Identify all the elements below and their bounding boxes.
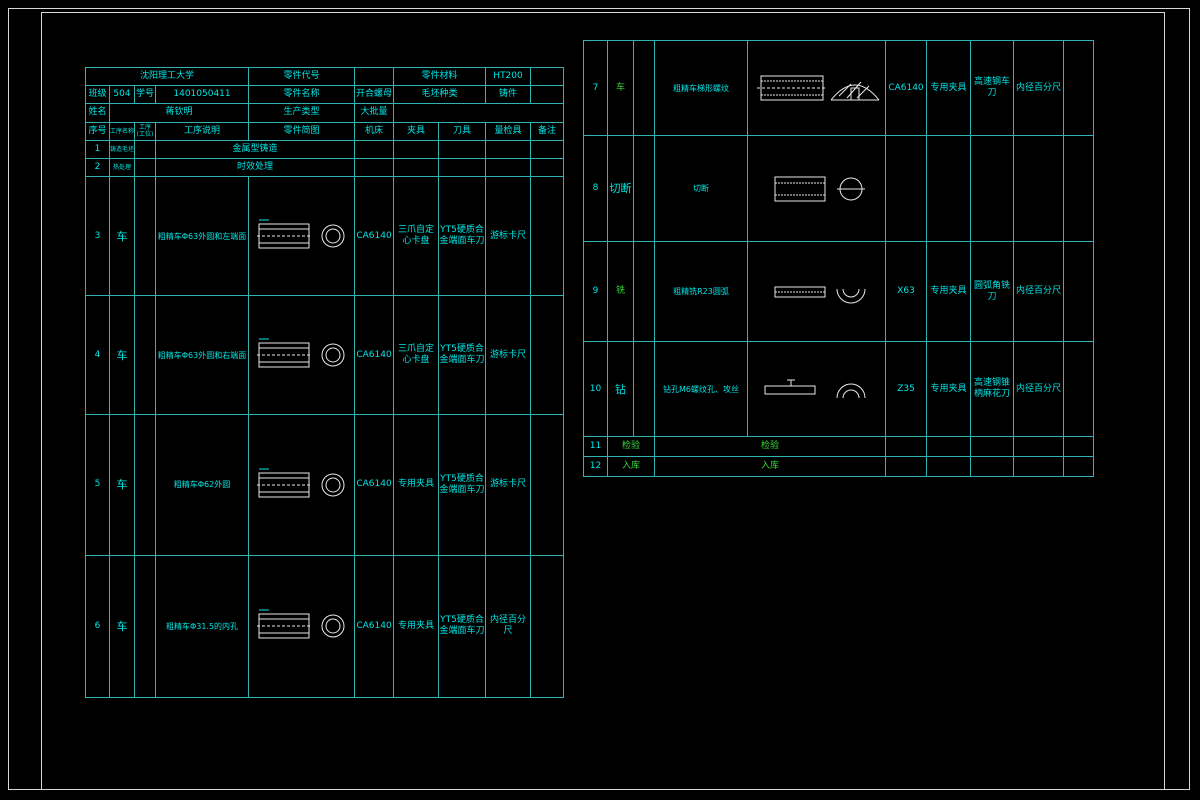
- table-row: 1 铸造毛坯 金属型铸造: [85, 139, 565, 159]
- part-name-label: 零件名称: [248, 85, 356, 105]
- part-sketch: [747, 341, 886, 437]
- drawing-inner-frame: [41, 12, 1165, 790]
- class-label: 班级: [85, 85, 110, 105]
- name-value: 蒋钦明: [108, 103, 250, 123]
- student-no-label: 学号: [134, 85, 156, 105]
- right-process-card: 7 车 粗精车梯形螺纹 CA6140 专用夹具 高速钢车刀 内径百分尺 8 切断: [583, 40, 1094, 477]
- card-no-label: 开合螺母: [354, 85, 395, 105]
- col-seq: 序号: [85, 121, 110, 141]
- part-sketch: [248, 295, 356, 416]
- part-material-value: HT200: [485, 66, 532, 87]
- thread-turning-sketch: [756, 75, 879, 101]
- col-machine: 机床: [354, 121, 395, 141]
- part-sketch: [747, 135, 886, 242]
- table-row: 8 切断 切断: [583, 135, 1094, 242]
- table-row: 3 车 粗精车Φ63外圆和左端面 CA6140 三爪自定心卡盘 YT5硬质合金端…: [85, 176, 565, 297]
- table-row: 12 入库 入库: [583, 456, 1094, 477]
- col-remark: 备注: [530, 121, 565, 141]
- table-row: 10 钻 钻孔M6螺纹孔、攻丝 Z35 专用夹具 高速钢锥柄麻花刀 内径百分尺: [583, 341, 1094, 437]
- blank-type-label: 毛坯种类: [393, 85, 487, 105]
- table-row: 7 车 粗精车梯形螺纹 CA6140 专用夹具 高速钢车刀 内径百分尺: [583, 40, 1094, 136]
- col-sketch: 零件简图: [248, 121, 356, 141]
- part-code-value: [354, 66, 395, 87]
- table-row: 11 检验 检验: [583, 436, 1094, 457]
- part-code-label: 零件代号: [248, 66, 356, 87]
- table-row: 2 热处理 时效处理: [85, 157, 565, 178]
- cut-off-sketch: [774, 176, 865, 201]
- blank-type-value: 铸件: [485, 85, 532, 105]
- part-sketch: [248, 176, 356, 297]
- class-value: 504: [109, 85, 135, 105]
- col-process-desc: 工序说明: [154, 121, 250, 141]
- sleeve-boring-sketch: [256, 609, 345, 639]
- production-type-value: 大批量: [354, 103, 395, 123]
- part-material-label: 零件材料: [393, 66, 487, 87]
- table-row: 5 车 粗精车Φ62外圆 CA6140 专用夹具 YT5硬质合金端面车刀 游标卡…: [85, 414, 565, 556]
- name-label: 姓名: [85, 103, 110, 123]
- part-sketch: [248, 554, 356, 699]
- col-tool: 刀具: [438, 121, 487, 141]
- arc-milling-sketch: [774, 286, 865, 303]
- sleeve-turning-sketch: [256, 219, 345, 249]
- drilling-sketch: [764, 379, 865, 399]
- part-sketch: [248, 414, 356, 556]
- sleeve-turning-sketch: [256, 338, 345, 368]
- table-row: 9 铣 粗精铣R23圆弧 X63 专用夹具 圆弧角铣刀 内径百分尺: [583, 241, 1094, 342]
- table-row: 4 车 粗精车Φ63外圆和右端面 CA6140 三爪自定心卡盘 YT5硬质合金端…: [85, 295, 565, 416]
- part-sketch: [747, 241, 886, 342]
- production-type-label: 生产类型: [248, 103, 356, 123]
- part-sketch: [747, 40, 886, 136]
- col-fixture: 夹具: [393, 121, 440, 141]
- school-name: 沈阳理工大学: [84, 66, 250, 87]
- table-row: 6 车 粗精车Φ31.5的内孔 CA6140 专用夹具 YT5硬质合金端面车刀 …: [85, 554, 565, 699]
- col-process-content: 工序(工位): [134, 121, 156, 141]
- sleeve-turning-sketch: [256, 468, 345, 498]
- col-process-name: 工序名称: [109, 121, 135, 141]
- student-no-value: 1401050411: [154, 85, 250, 105]
- col-gauge: 量检具: [485, 121, 532, 141]
- left-process-card: 沈阳理工大学 零件代号 零件材料 HT200 班级 504 学号 1401050…: [84, 66, 565, 699]
